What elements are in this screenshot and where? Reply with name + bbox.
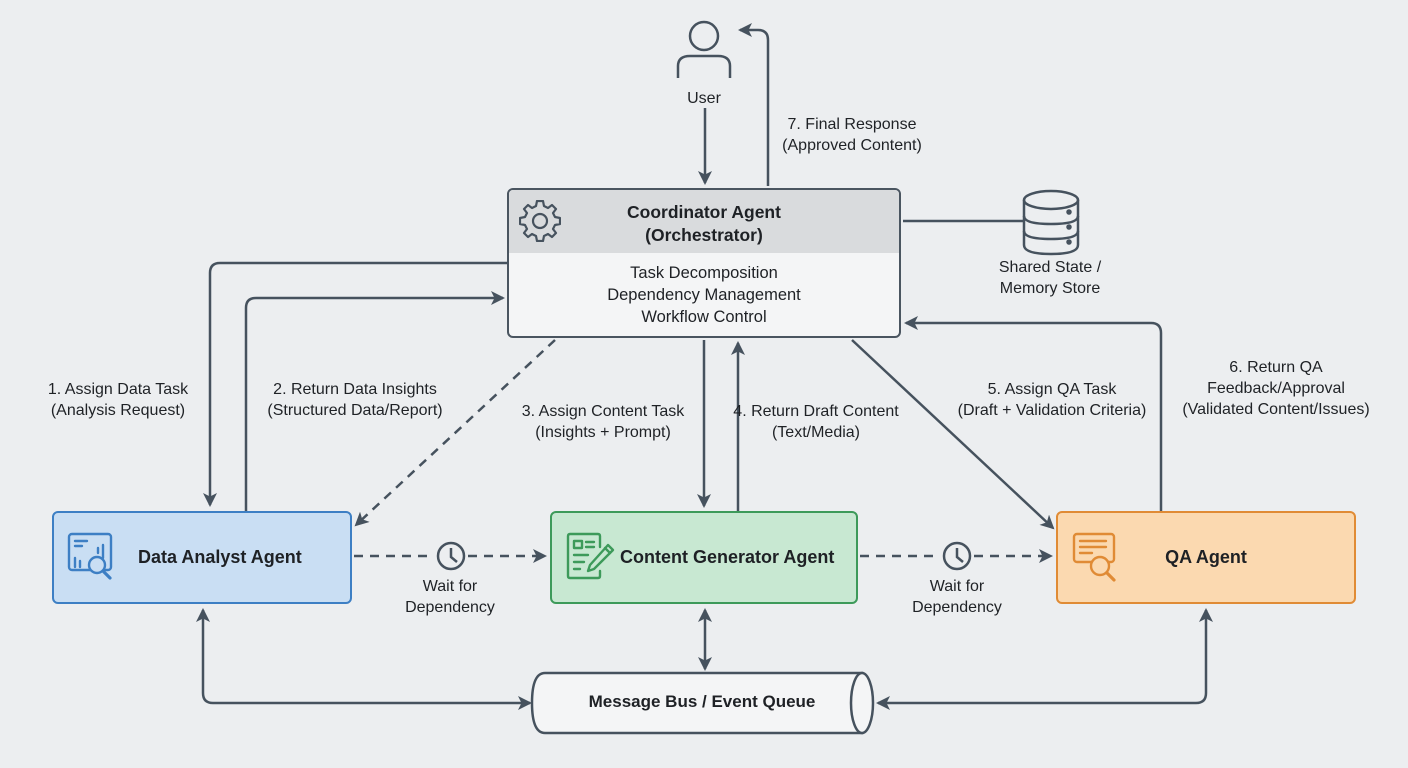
clock-icon (942, 541, 972, 571)
flow-6-line3: (Validated Content/Issues) (1182, 401, 1370, 418)
coordinator-title: Coordinator Agent (Orchestrator) (509, 201, 899, 247)
content-generator-agent-node[interactable]: Content Generator Agent (550, 511, 858, 604)
flow-4-label: 4. Return Draft Content (Text/Media) (733, 401, 898, 443)
flow-2-line2: (Structured Data/Report) (267, 402, 443, 419)
flow-7-line1: 7. Final Response (787, 116, 917, 133)
arrow-return-qa-feedback (904, 316, 1163, 511)
memory-label: Shared State / Memory Store (999, 257, 1101, 299)
flow-1-line2: (Analysis Request) (50, 402, 186, 419)
arrow-assign-data-task (203, 261, 507, 507)
flow-5-label: 5. Assign QA Task (Draft + Validation Cr… (958, 379, 1147, 421)
coordinator-agent-node[interactable]: Coordinator Agent (Orchestrator) Task De… (507, 188, 901, 338)
database-icon (1022, 189, 1080, 256)
coordinator-header: Coordinator Agent (Orchestrator) (509, 190, 899, 253)
flow-7-line2: (Approved Content) (782, 137, 922, 154)
data-analyst-agent-node[interactable]: Data Analyst Agent (52, 511, 352, 604)
qa-agent-node[interactable]: QA Agent (1056, 511, 1356, 604)
coordinator-title-line1: Coordinator Agent (627, 202, 781, 222)
responsibility-item: Dependency Management (607, 286, 801, 304)
user-icon (676, 20, 732, 78)
content-generator-agent-name: Content Generator Agent (620, 547, 835, 567)
flow-4-line1: 4. Return Draft Content (733, 403, 899, 420)
arrow-assign-qa-task (851, 339, 1055, 530)
arrow-qa-bus (876, 608, 1213, 710)
wait-2-line1: Wait for (929, 578, 985, 595)
coordinator-title-line2: (Orchestrator) (645, 225, 763, 245)
document-search-icon (1072, 532, 1116, 582)
memory-line1: Shared State / (998, 259, 1102, 276)
document-edit-icon (566, 532, 615, 580)
wait-1-label: Wait for Dependency (405, 576, 495, 618)
message-bus (530, 671, 875, 735)
flow-2-line1: 2. Return Data Insights (273, 381, 437, 398)
coordinator-responsibilities: Task Decomposition Dependency Management… (509, 253, 899, 328)
flow-1-label: 1. Assign Data Task (Analysis Request) (48, 379, 188, 421)
flow-3-line2: (Insights + Prompt) (535, 424, 671, 441)
memory-line2: Memory Store (999, 280, 1101, 297)
responsibility-item: Workflow Control (641, 308, 767, 326)
arrow-data-analyst-bus (196, 608, 532, 710)
flow-3-line1: 3. Assign Content Task (521, 403, 685, 420)
flow-1-line1: 1. Assign Data Task (47, 381, 189, 398)
flow-4-line2: (Text/Media) (771, 424, 861, 441)
data-analyst-agent-name: Data Analyst Agent (138, 547, 302, 567)
clock-icon (436, 541, 466, 571)
user-label: User (687, 90, 721, 107)
arrow-return-data-insights (244, 291, 505, 511)
flow-5-line2: (Draft + Validation Criteria) (957, 402, 1147, 419)
arrow-final-response (738, 23, 770, 186)
flow-6-line2: Feedback/Approval (1207, 380, 1345, 397)
flow-7-label: 7. Final Response (Approved Content) (782, 114, 922, 156)
flow-6-line1: 6. Return QA (1229, 359, 1323, 376)
wait-2-line2: Dependency (912, 599, 1002, 616)
responsibility-item: Task Decomposition (630, 264, 778, 282)
message-bus-label: Message Bus / Event Queue (588, 692, 816, 711)
wait-2-label: Wait for Dependency (912, 576, 1002, 618)
wait-1-line2: Dependency (405, 599, 495, 616)
arrow-coordinator-to-data-dashed (354, 339, 556, 527)
flow-5-line1: 5. Assign QA Task (987, 381, 1117, 398)
wait-1-line1: Wait for (422, 578, 478, 595)
flow-2-label: 2. Return Data Insights (Structured Data… (267, 379, 442, 421)
flow-3-label: 3. Assign Content Task (Insights + Promp… (522, 401, 684, 443)
qa-agent-name: QA Agent (1165, 547, 1247, 567)
chart-search-icon (67, 532, 113, 580)
flow-6-label: 6. Return QA Feedback/Approval (Validate… (1182, 357, 1369, 420)
gear-icon (519, 200, 561, 242)
